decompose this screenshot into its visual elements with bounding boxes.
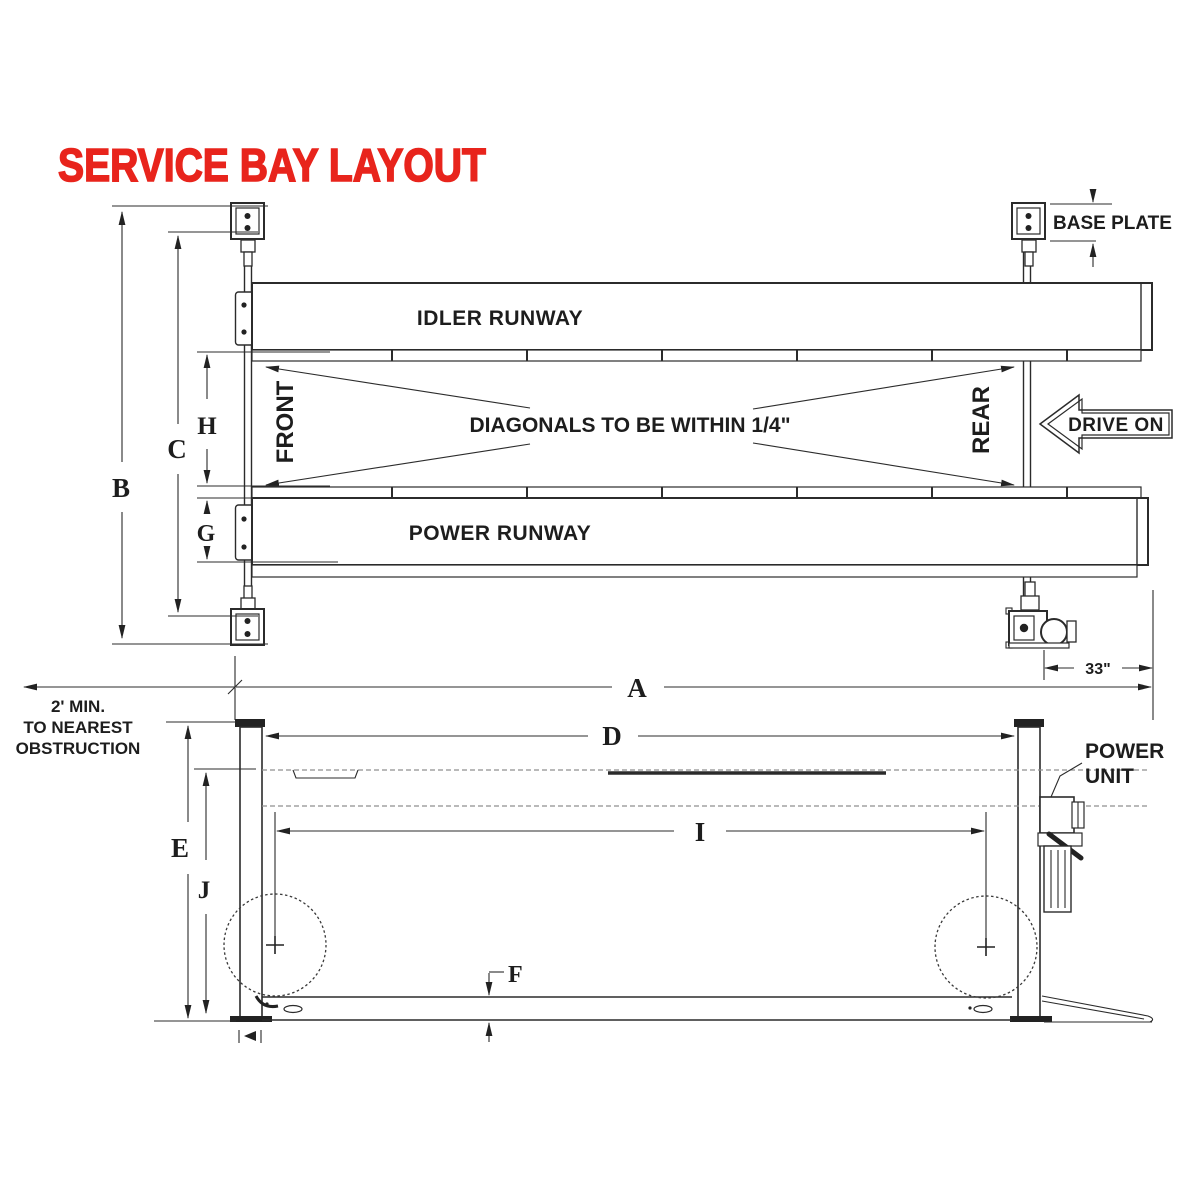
dim-G-label: G (197, 521, 216, 547)
power-unit-label-line2: UNIT (1085, 765, 1134, 788)
drive-on-label: DRIVE ON (1068, 415, 1164, 436)
slot-right (973, 1004, 993, 1014)
dim-G: G (197, 497, 338, 563)
dim-D: D (265, 721, 1015, 751)
clearance-line-3: OBSTRUCTION (16, 739, 141, 758)
dim-E: E (154, 721, 236, 1022)
post-bottom-left (230, 585, 265, 646)
post-top-left (230, 202, 265, 267)
dim-A-label: A (627, 673, 647, 703)
dim-base-thickness (238, 1030, 262, 1043)
slide-block-front (234, 291, 255, 346)
dim-J-label: J (198, 877, 211, 904)
dim-C: C (167, 231, 258, 617)
wheel-chock (254, 995, 279, 1008)
side-view: POWER UNIT D E J I (154, 719, 1164, 1043)
slot-left (283, 1004, 303, 1014)
dim-B: B (112, 205, 268, 645)
wheel-center-crosses (266, 936, 995, 956)
drive-up-ramp (1041, 995, 1154, 1023)
motor-circle (1040, 618, 1068, 646)
front-label: FRONT (272, 380, 299, 463)
clearance-note: 2' MIN. TO NEAREST OBSTRUCTION (16, 697, 141, 758)
dim-H: H (197, 351, 330, 487)
post-bottom-right-power (1005, 581, 1077, 649)
clearance-line-2: TO NEAREST (23, 718, 133, 737)
dim-H-label: H (197, 413, 217, 440)
power-runway: POWER RUNWAY (251, 486, 1149, 578)
clearance-line-1: 2' MIN. (51, 697, 105, 716)
power-lip-ticks (391, 487, 1068, 498)
dim-I: I (276, 817, 985, 847)
power-unit-motor (1039, 796, 1075, 834)
power-unit-label: POWER UNIT (1085, 740, 1164, 788)
vehicle-wheels (223, 812, 1038, 999)
dim-I-label: I (695, 817, 706, 847)
side-runway-profile (262, 769, 1148, 807)
idler-runway-lip (251, 349, 1142, 362)
idler-runway: IDLER RUNWAY (251, 282, 1153, 362)
idler-runway-label: IDLER RUNWAY (417, 307, 583, 330)
diagonal-check: DIAGONALS TO BE WITHIN 1/4" (265, 365, 1015, 487)
wheel-rear (934, 895, 1038, 999)
drive-on-arrow: DRIVE ON (1038, 393, 1173, 455)
base-plate-callout: BASE PLATE (1050, 189, 1172, 267)
top-view: IDLER RUNWAY POWER RUNWAY DIAGONALS TO B… (16, 189, 1173, 758)
dim-F-label: F (508, 962, 523, 988)
post-top-right (1011, 202, 1046, 267)
power-runway-label: POWER RUNWAY (409, 522, 592, 545)
power-unit (1037, 762, 1085, 913)
dim-C-label: C (167, 434, 187, 464)
side-left-post (230, 719, 272, 1022)
dim-A: A (23, 590, 1154, 720)
side-lowered-platform (254, 995, 1012, 1021)
idler-lip-ticks (391, 350, 1068, 361)
diagonals-note: DIAGONALS TO BE WITHIN 1/4" (469, 414, 790, 437)
dim-D-label: D (602, 721, 622, 751)
dim-B-label: B (112, 473, 130, 503)
dim-33: 33" (1043, 650, 1153, 680)
dim-J: J (194, 768, 256, 1014)
wheel-front (223, 893, 327, 997)
side-right-post (1010, 719, 1052, 1022)
dim-33-label: 33" (1085, 661, 1110, 678)
title-text: SERVICE BAY LAYOUT (58, 140, 486, 192)
dim-F: F (485, 962, 523, 1042)
left-column (234, 242, 255, 608)
dim-E-label: E (171, 833, 189, 863)
rear-label: REAR (968, 386, 995, 454)
power-unit-label-line1: POWER (1085, 740, 1164, 763)
base-plate-label: BASE PLATE (1053, 213, 1172, 234)
power-unit-leader (1050, 762, 1083, 798)
power-runway-lip (251, 486, 1142, 499)
page-title: SERVICE BAY LAYOUT (57, 139, 486, 192)
slide-block-power (234, 504, 255, 561)
